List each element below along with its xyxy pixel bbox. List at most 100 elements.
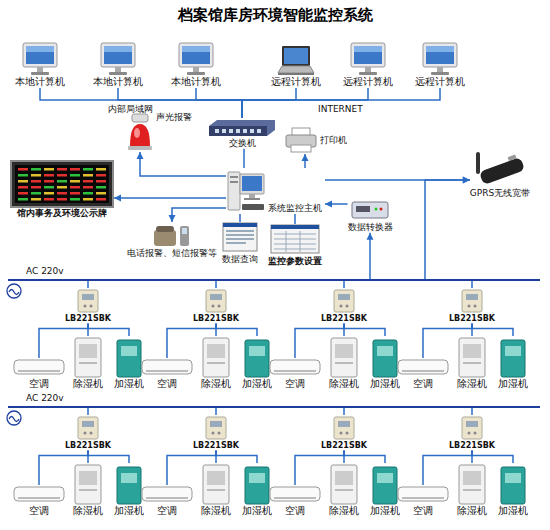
node-label: 除湿机 [201, 505, 231, 517]
node-label: 加湿机 [242, 505, 272, 517]
humidifier: 加湿机 [498, 463, 528, 517]
connector [88, 324, 129, 336]
computer: 远程计算机 [343, 42, 393, 88]
connector [472, 324, 513, 336]
air-conditioner-icon [13, 358, 65, 378]
node-label: 除湿机 [201, 378, 231, 390]
connector-line [242, 88, 440, 118]
connector [88, 281, 89, 288]
printer-icon [284, 126, 318, 154]
settings-screen: 监控参数设置 [268, 224, 322, 267]
arrow-head [302, 154, 309, 161]
query-screen: 数据查询 [222, 222, 258, 265]
node-label: LB221SBK [65, 314, 111, 324]
connector [344, 408, 345, 415]
connector [137, 152, 227, 176]
connector [242, 88, 440, 118]
connector [114, 195, 226, 202]
connector [367, 233, 374, 279]
node-label: GPRS无线宽带 [470, 188, 530, 199]
humidifier-icon [242, 463, 272, 505]
power-symbol-ring [7, 411, 21, 425]
dehumidifier: 除湿机 [73, 463, 103, 517]
monitor-icon [21, 42, 59, 76]
node-label: 监控参数设置 [268, 256, 322, 267]
dehumidifier-icon [73, 336, 103, 378]
connector [216, 451, 257, 463]
air-conditioner: 空调 [13, 485, 65, 517]
controller: LB221SBK [193, 288, 239, 324]
node-label: 除湿机 [329, 505, 359, 517]
host-icon [226, 168, 266, 214]
node-label: AC 220v [26, 266, 64, 277]
air-conditioner-icon [397, 358, 449, 378]
connector-line [172, 208, 226, 222]
connector [88, 408, 89, 415]
humidifier: 加湿机 [242, 463, 272, 517]
dehumidifier-icon [73, 463, 103, 505]
node-label: AC 220v [26, 393, 64, 404]
controller: LB221SBK [65, 415, 111, 451]
dehumidifier-icon [457, 336, 487, 378]
phone-icon [152, 222, 192, 248]
air-conditioner-icon [141, 358, 193, 378]
arrow-head [463, 177, 470, 184]
controller: LB221SBK [449, 415, 495, 451]
node-label: 数据转换器 [348, 222, 393, 233]
connector-line [242, 88, 368, 118]
node-label: 声光报警 [156, 112, 192, 123]
connector [240, 214, 241, 222]
query-screen-icon [222, 222, 258, 254]
node-label: 数据查询 [222, 254, 258, 265]
humidifier: 加湿机 [370, 463, 400, 517]
controller-icon [331, 415, 357, 441]
connector-line [140, 152, 226, 176]
power-symbol-ring [7, 284, 21, 298]
node-label: 加湿机 [114, 505, 144, 517]
node-label: 远程计算机 [343, 76, 393, 88]
connector-line [242, 88, 296, 118]
arrow-head [137, 152, 144, 159]
node-label: LB221SBK [449, 314, 495, 324]
connector [216, 281, 217, 288]
dehumidifier: 除湿机 [73, 336, 103, 390]
controller-icon [203, 288, 229, 314]
humidifier-icon [114, 463, 144, 505]
node-label: LB221SBK [193, 441, 239, 451]
node-label: LB221SBK [193, 314, 239, 324]
controller: LB221SBK [321, 288, 367, 324]
diagram-title: 档案馆库房环境智能监控系统 [0, 6, 550, 25]
dehumidifier-icon [329, 463, 359, 505]
connector-line [88, 324, 129, 336]
switch-icon [207, 118, 277, 138]
dehumidifier-icon [201, 336, 231, 378]
node-label: 加湿机 [370, 505, 400, 517]
connector-line [87, 281, 89, 288]
connector [295, 214, 296, 224]
air-conditioner-icon [269, 358, 321, 378]
arrow-head [169, 215, 176, 222]
controller-icon [459, 415, 485, 441]
monitor-icon [99, 42, 137, 76]
connector [302, 154, 309, 168]
controller-icon [75, 288, 101, 314]
node-label: LB221SBK [321, 441, 367, 451]
laptop: 远程计算机 [271, 42, 321, 88]
connector-line [343, 281, 345, 288]
dehumidifier: 除湿机 [201, 463, 231, 517]
dehumidifier-icon [457, 463, 487, 505]
node-label: 空调 [157, 378, 177, 390]
node-label: LB221SBK [321, 314, 367, 324]
node-label: 加湿机 [498, 378, 528, 390]
humidifier: 加湿机 [114, 463, 144, 517]
connector-line [239, 214, 241, 222]
connector-line [472, 324, 513, 336]
controller: LB221SBK [449, 288, 495, 324]
node-label: 加湿机 [498, 505, 528, 517]
node-label: 交换机 [229, 138, 256, 149]
laptop-icon [277, 42, 315, 76]
controller: LB221SBK [193, 415, 239, 451]
connector-line [243, 149, 245, 168]
air-conditioner-icon [269, 485, 321, 505]
connector [325, 201, 348, 208]
